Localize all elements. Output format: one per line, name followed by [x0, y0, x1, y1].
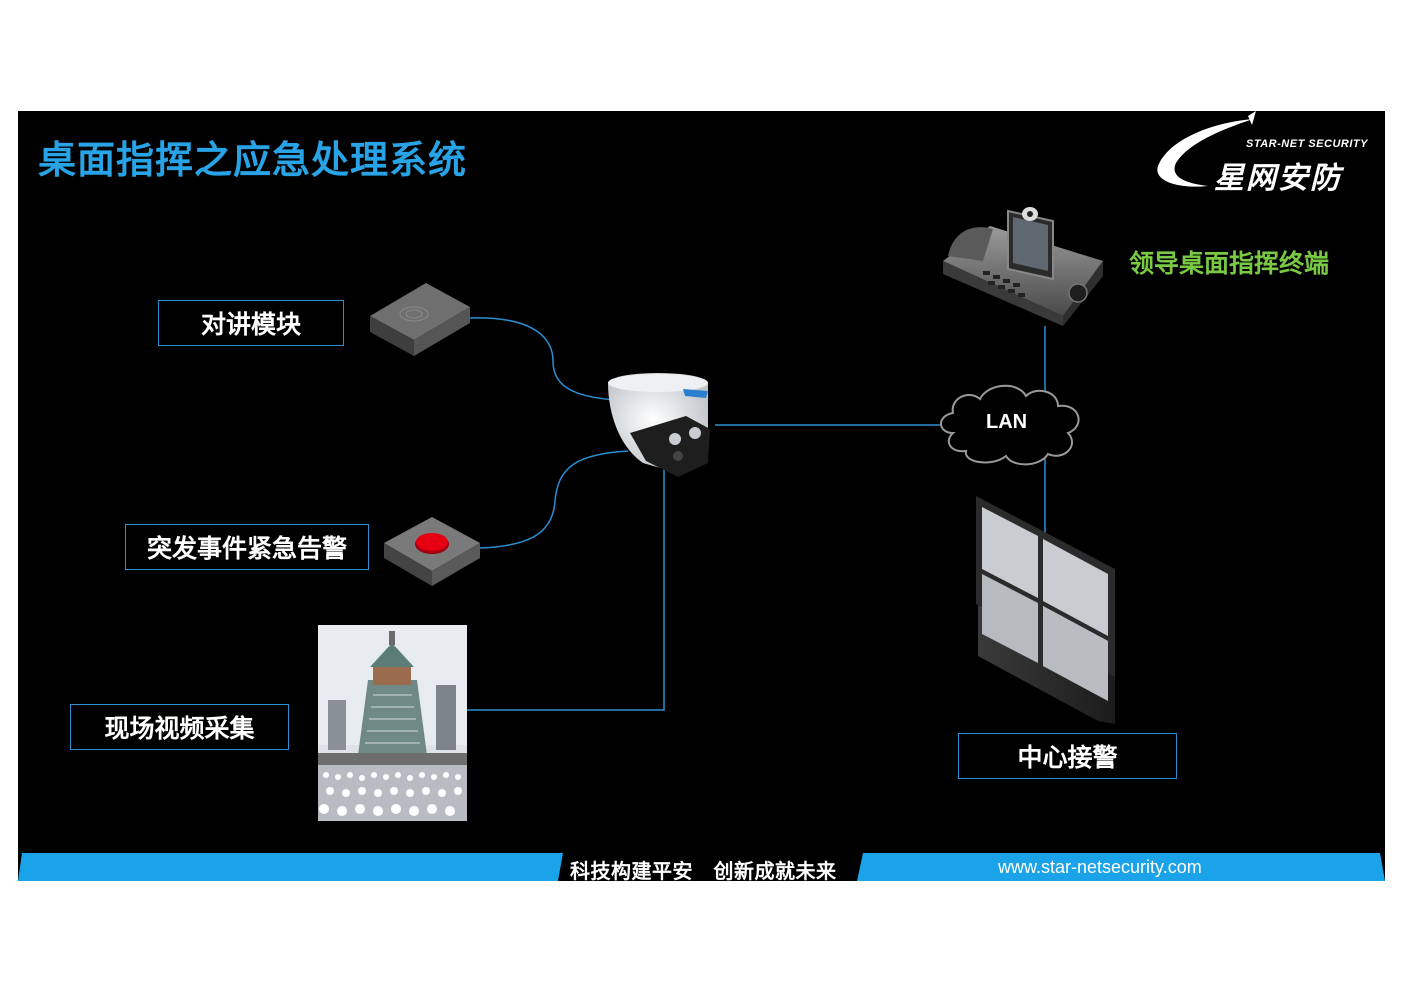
alarm-button-icon	[384, 517, 480, 586]
star-net-logo-icon	[1157, 111, 1256, 187]
intercom-cable	[469, 317, 617, 401]
intercom-module-label: 对讲模块	[158, 300, 344, 346]
intercom-module-icon	[370, 283, 470, 356]
logo-english: STAR-NET SECURITY	[1246, 138, 1368, 150]
dome-camera-icon	[608, 373, 710, 477]
command-terminal-icon	[943, 207, 1103, 326]
center-alarm-label: 中心接警	[958, 733, 1177, 779]
emergency-alarm-label: 突发事件紧急告警	[125, 524, 369, 570]
command-terminal-label: 领导桌面指挥终端	[1129, 249, 1330, 278]
video-wall-icon	[976, 496, 1115, 724]
scene-photo	[318, 625, 467, 821]
slide: 桌面指挥之应急处理系统 STAR-NET SECURITY 星网安防	[18, 111, 1385, 881]
slide-title: 桌面指挥之应急处理系统	[38, 138, 468, 182]
logo-chinese: 星网安防	[1214, 161, 1342, 196]
footer-slogan: 科技构建平安 创新成就未来	[570, 859, 837, 881]
video-cable	[467, 466, 665, 711]
diagram-canvas	[370, 207, 1115, 724]
video-capture-label: 现场视频采集	[70, 704, 289, 750]
lan-cloud-icon	[940, 384, 1080, 466]
footer-url: www.star-netsecurity.com	[998, 857, 1202, 877]
alarm-cable	[479, 450, 629, 549]
footer-band	[18, 853, 1385, 881]
lan-label: LAN	[986, 411, 1028, 433]
